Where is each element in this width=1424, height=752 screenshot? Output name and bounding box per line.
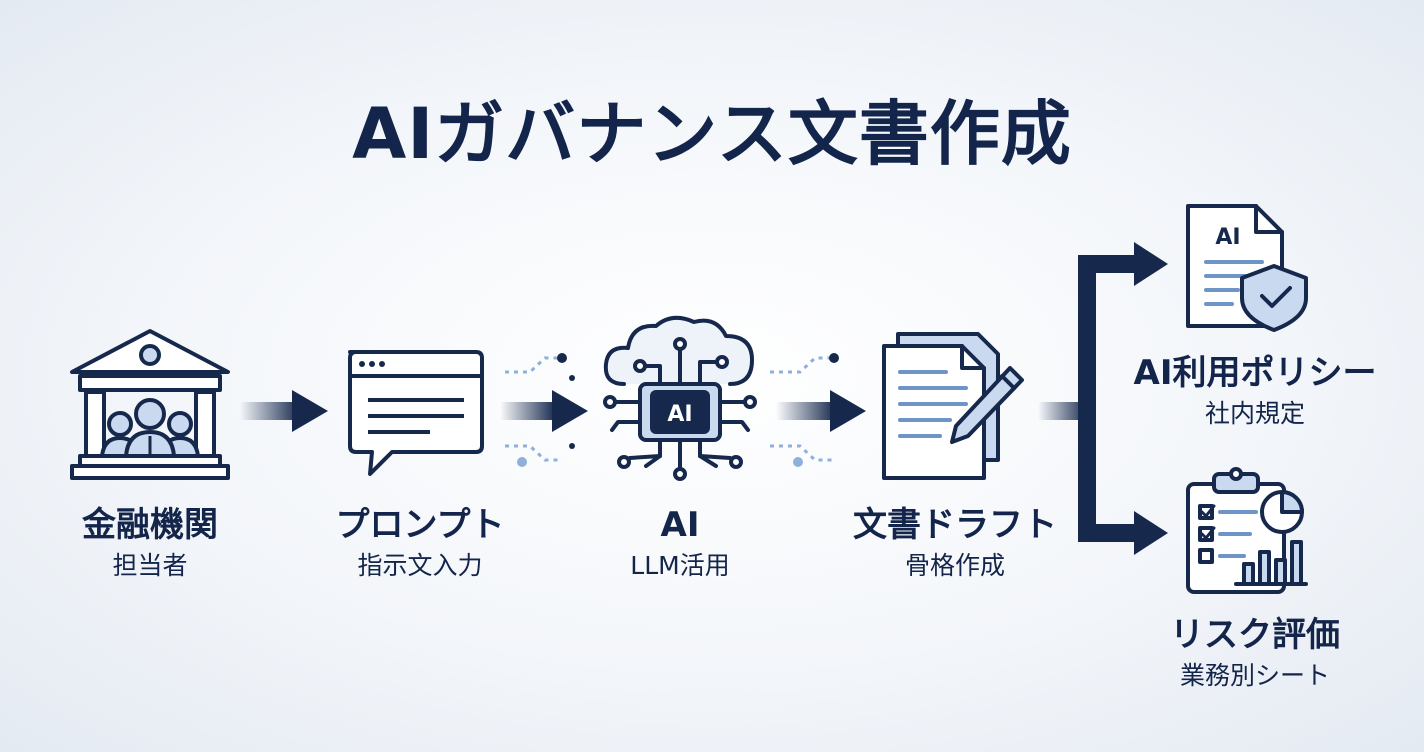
step-prompt-title: プロンプト xyxy=(335,505,505,545)
step-ai-label: AI LLM活用 xyxy=(580,505,780,583)
document-draft-icon xyxy=(882,332,1024,480)
arrow-prompt-to-ai xyxy=(500,353,588,467)
output-policy-title: AI利用ポリシー xyxy=(1133,353,1377,393)
output-risk-label: リスク評価 業務別シート xyxy=(1120,615,1390,693)
output-policy-label: AI利用ポリシー 社内規定 xyxy=(1100,353,1410,431)
step-ai-subtitle: LLM活用 xyxy=(630,551,730,580)
ai-chip-icon xyxy=(603,315,757,481)
step-draft-title: 文書ドラフト xyxy=(853,505,1057,545)
branch-connector xyxy=(1038,242,1168,555)
chip-label: AI xyxy=(667,402,692,427)
page-title: AIガバナンス文書作成 xyxy=(352,93,1072,175)
output-policy-subtitle: 社内規定 xyxy=(1204,399,1305,428)
arrow-bank-to-prompt xyxy=(240,390,328,432)
step-bank-subtitle: 担当者 xyxy=(112,551,188,580)
bank-icon xyxy=(70,329,230,480)
output-risk-title: リスク評価 xyxy=(1170,615,1340,655)
step-draft-label: 文書ドラフト 骨格作成 xyxy=(820,505,1090,583)
arrow-ai-to-draft xyxy=(770,353,866,467)
prompt-window-icon xyxy=(348,350,484,476)
step-bank-label: 金融機関 担当者 xyxy=(40,505,260,583)
output-risk-subtitle: 業務別シート xyxy=(1179,661,1330,690)
policy-document-icon xyxy=(1186,204,1308,332)
step-draft-subtitle: 骨格作成 xyxy=(904,551,1005,580)
risk-clipboard-icon xyxy=(1186,467,1308,594)
step-bank-title: 金融機関 xyxy=(82,505,218,545)
step-prompt-label: プロンプト 指示文入力 xyxy=(300,505,540,583)
step-prompt-subtitle: 指示文入力 xyxy=(357,551,483,580)
policy-doc-label: AI xyxy=(1215,225,1240,250)
step-ai-title: AI xyxy=(660,505,700,545)
